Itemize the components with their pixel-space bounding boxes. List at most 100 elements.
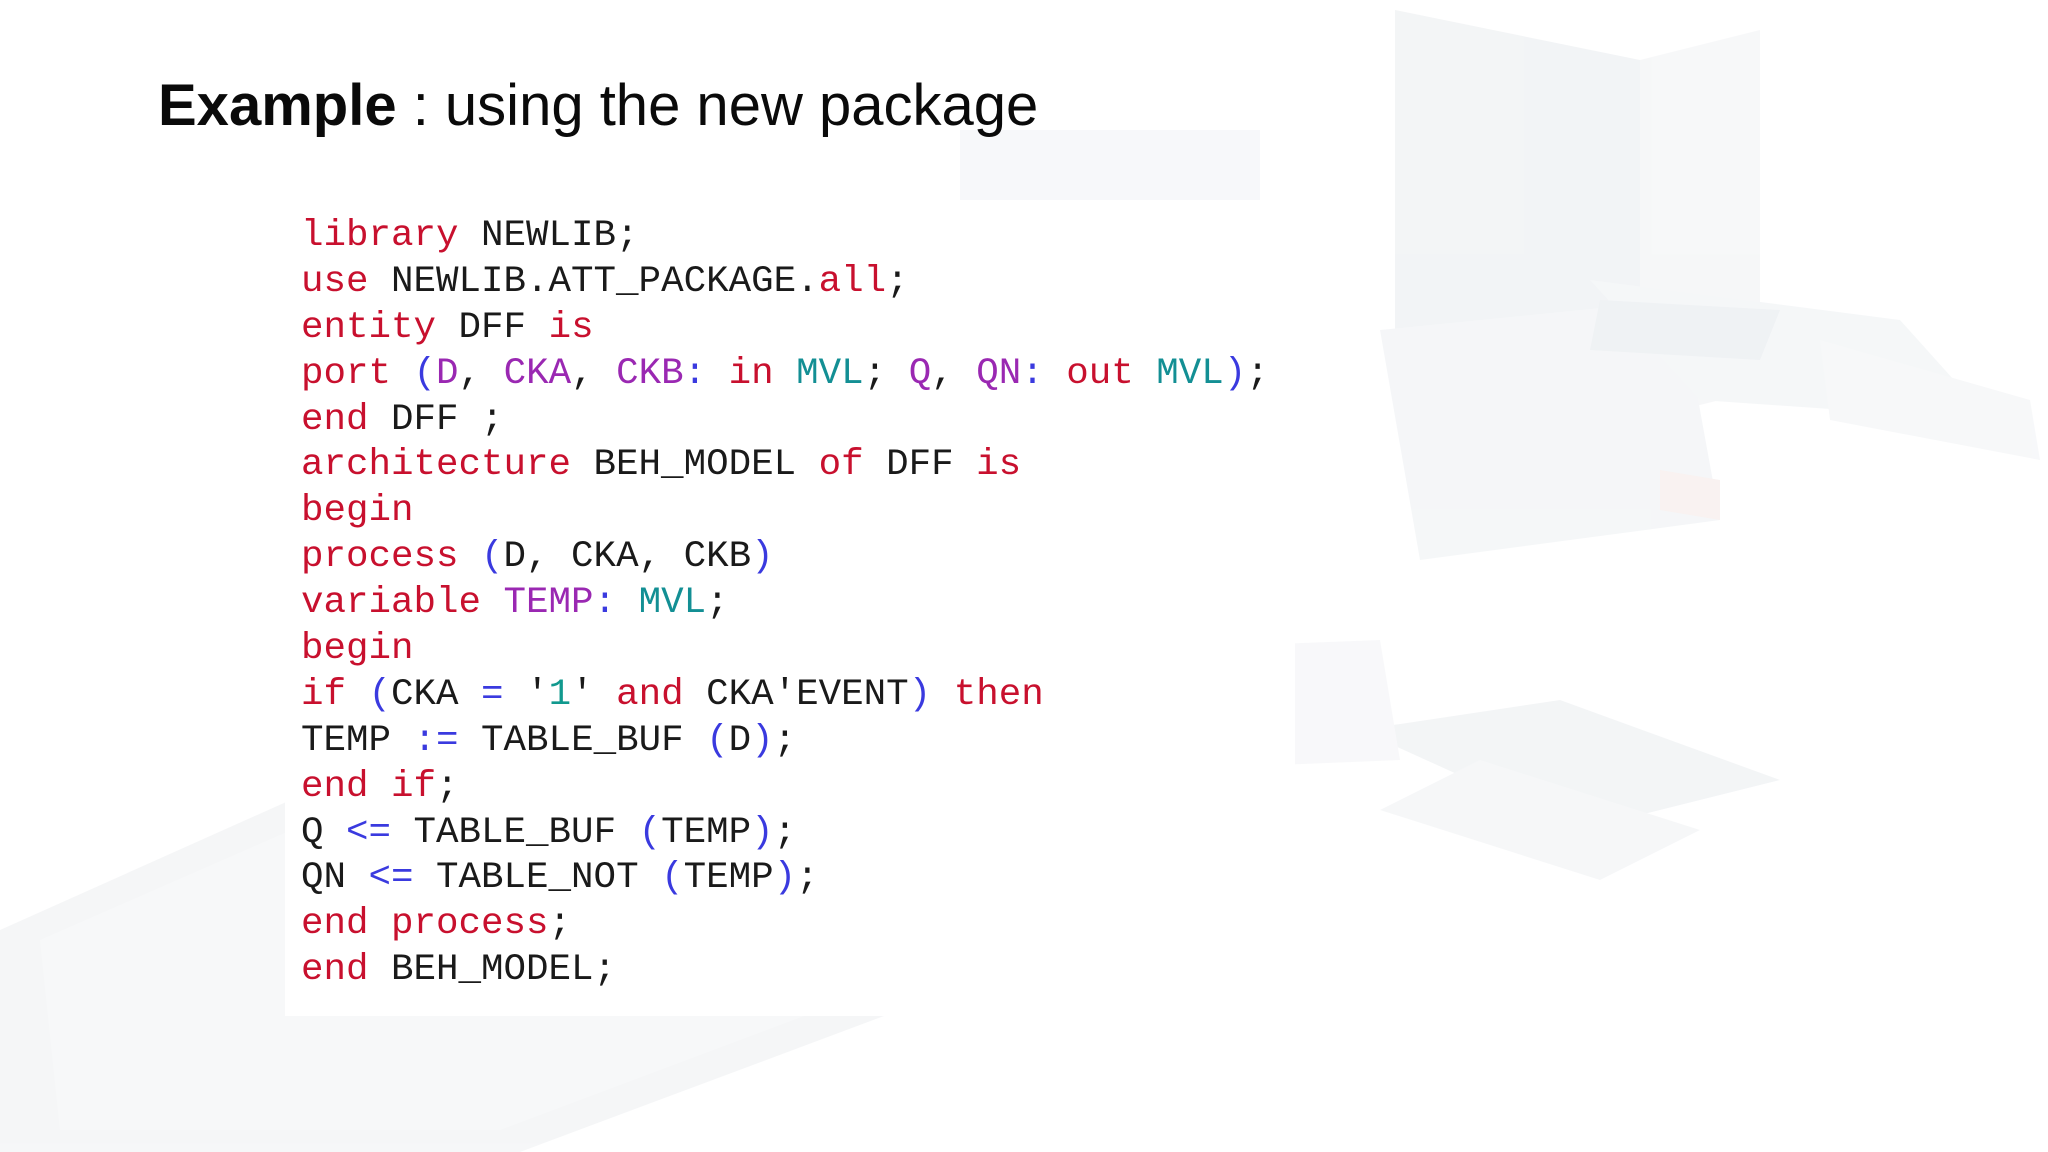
code-token: BEH_MODEL: [571, 444, 819, 487]
code-token: (: [346, 673, 392, 716]
code-token: Q: [301, 811, 347, 854]
code-token: if: [301, 673, 347, 716]
code-token: <=: [346, 811, 392, 854]
code-token: DFF: [863, 444, 977, 487]
code-token: DFF ;: [368, 398, 504, 441]
code-token: D: [436, 352, 459, 395]
code-token: [369, 903, 392, 945]
code-line: architecture BEH_MODEL of DFF is: [301, 443, 1269, 489]
code-token: MVL: [638, 582, 707, 625]
code-line: port (D, CKA, CKB: in MVL; Q, QN: out MV…: [301, 352, 1269, 398]
code-token: ;: [886, 260, 909, 303]
code-token: library: [301, 215, 459, 257]
code-token: entity: [301, 306, 437, 349]
vhdl-code-listing: library NEWLIB;use NEWLIB.ATT_PACKAGE.al…: [301, 214, 1269, 994]
code-token: (: [638, 811, 662, 854]
code-token: ;: [706, 582, 729, 625]
code-line: end process;: [301, 902, 1269, 948]
code-token: ,: [571, 352, 617, 395]
code-token: :: [1021, 352, 1067, 395]
code-line: use NEWLIB.ATT_PACKAGE.all;: [301, 260, 1269, 306]
code-token: out: [1066, 352, 1134, 395]
code-token: D, CKA, CKB: [503, 536, 752, 579]
code-token: TEMP: [301, 719, 414, 762]
code-token: process: [391, 903, 549, 946]
code-token: MVL: [796, 352, 864, 395]
code-token: MVL: [1156, 352, 1224, 395]
code-token: =: [481, 673, 504, 716]
code-token: [774, 353, 797, 395]
code-line: Q <= TABLE_BUF (TEMP);: [301, 811, 1269, 857]
code-token: TABLE_BUF: [458, 719, 707, 762]
code-token: ': [571, 673, 617, 716]
code-token: end: [301, 903, 369, 946]
code-token: TEMP: [503, 582, 594, 625]
code-token: ): [751, 719, 774, 762]
code-line: QN <= TABLE_NOT (TEMP);: [301, 856, 1269, 902]
code-token: ;: [773, 811, 797, 854]
code-token: Q: [908, 352, 932, 395]
code-token: NEWLIB;: [458, 215, 639, 257]
code-token: QN: [301, 857, 369, 900]
code-token: <=: [368, 857, 414, 900]
slide-title-bold: Example: [158, 73, 397, 138]
code-token: (: [391, 352, 437, 395]
slide-title-rest: : using the new package: [396, 73, 1039, 138]
code-token: process: [301, 536, 459, 579]
code-token: ;: [1246, 352, 1269, 395]
code-token: port: [301, 352, 392, 395]
code-token: architecture: [301, 444, 572, 487]
code-token: CKA: [503, 352, 572, 395]
code-token: end: [301, 398, 369, 441]
code-token: :: [683, 352, 729, 395]
code-token: CKA'EVENT: [683, 673, 909, 716]
code-token: [481, 582, 504, 624]
code-line: if (CKA = '1' and CKA'EVENT) then: [301, 673, 1269, 719]
code-line: end DFF ;: [301, 398, 1269, 444]
code-line: begin: [301, 489, 1269, 535]
code-token: of: [818, 444, 864, 487]
code-token: (: [706, 719, 729, 762]
code-token: [1134, 353, 1157, 395]
code-token: use: [301, 260, 369, 303]
code-line: begin: [301, 627, 1269, 673]
code-line: TEMP := TABLE_BUF (D);: [301, 719, 1269, 765]
code-token: TEMP: [661, 811, 752, 854]
code-line: process (D, CKA, CKB): [301, 535, 1269, 581]
code-token: TABLE_NOT: [413, 857, 662, 900]
code-token: ): [1223, 352, 1247, 395]
code-token: and: [616, 673, 684, 716]
code-token: is: [976, 444, 1022, 487]
code-token: QN: [976, 352, 1022, 395]
code-token: [369, 766, 392, 808]
code-token: if: [391, 765, 437, 808]
code-token: ,: [458, 352, 504, 395]
code-token: ): [751, 811, 774, 854]
code-token: (: [458, 536, 504, 579]
code-token: :=: [413, 719, 459, 762]
code-line: end BEH_MODEL;: [301, 948, 1269, 994]
code-token: TEMP: [683, 857, 774, 900]
code-panel-background: [285, 206, 1295, 1016]
code-token: DFF: [436, 306, 549, 349]
code-token: end: [301, 949, 369, 992]
code-token: CKA: [391, 673, 482, 716]
code-token: in: [728, 352, 774, 395]
code-token: ;: [436, 765, 459, 808]
code-line: library NEWLIB;: [301, 214, 1269, 260]
code-token: ;: [796, 857, 819, 900]
code-token: BEH_MODEL;: [368, 949, 617, 992]
code-token: ): [908, 673, 932, 716]
code-token: all: [818, 260, 887, 303]
code-token: ): [773, 857, 797, 900]
code-line: end if;: [301, 765, 1269, 811]
code-token: :: [593, 582, 639, 625]
code-token: ;: [548, 903, 572, 946]
slide-title: Example : using the new package: [158, 70, 1038, 142]
code-token: end: [301, 765, 369, 808]
code-token: begin: [301, 490, 414, 533]
code-token: D: [728, 719, 752, 762]
code-token: is: [548, 306, 594, 349]
code-token: 1: [548, 673, 572, 716]
code-token: TABLE_BUF: [391, 811, 639, 854]
